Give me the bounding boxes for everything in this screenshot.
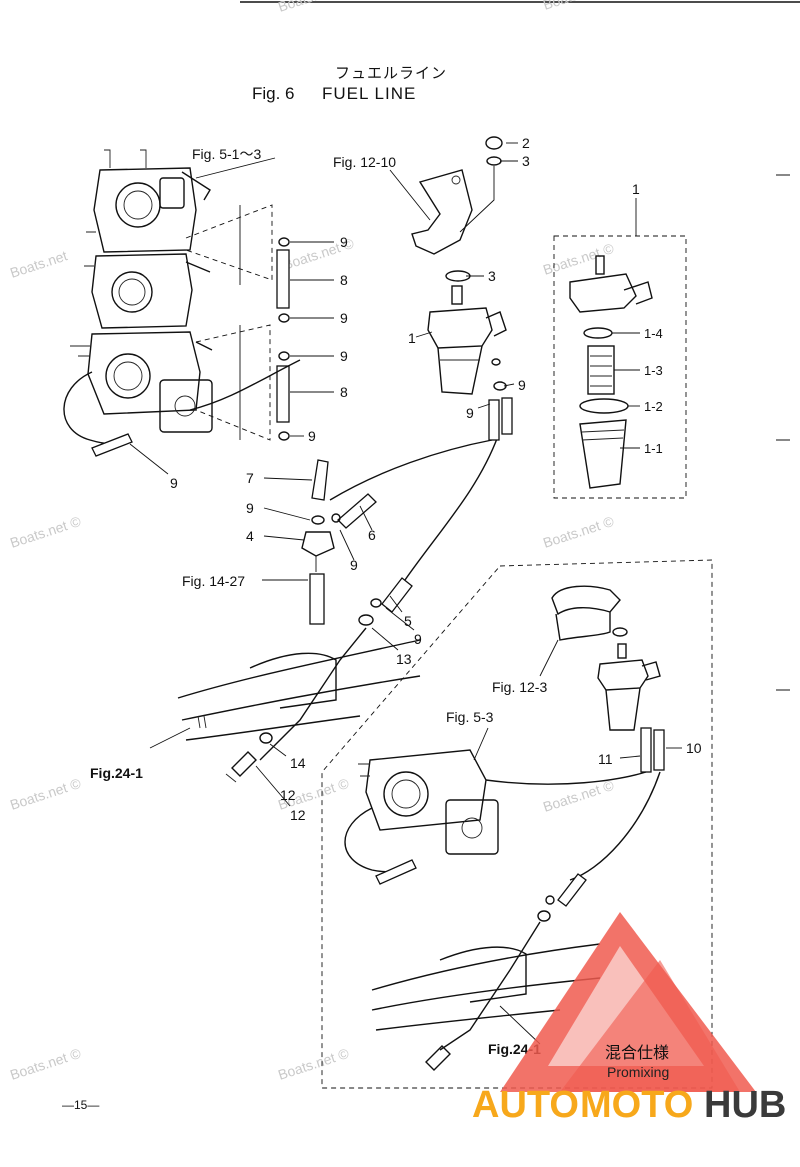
part-number-label: 9 xyxy=(246,500,254,516)
hose-7 xyxy=(311,459,329,501)
automotohub-logo: AUTO MOTO HUB xyxy=(472,912,786,1126)
filter-detail-box xyxy=(553,235,687,499)
promixing-label-en: Promixing xyxy=(607,1064,669,1080)
hose-11 xyxy=(640,727,652,773)
fig-ref-14-27: Fig. 14-27 xyxy=(182,573,245,589)
hose-8-upper xyxy=(276,237,290,323)
carburetor-stack-upper xyxy=(63,149,213,457)
drain-plug-12 xyxy=(231,751,257,777)
part-number-label: 1-3 xyxy=(644,363,663,378)
part-number-label: 9 xyxy=(350,557,358,573)
bracket-line xyxy=(185,204,273,281)
logo-word-hub: HUB xyxy=(704,1084,786,1126)
joint-4 xyxy=(301,531,335,557)
watermark-text: Boats.net © xyxy=(8,513,83,551)
fuel-line xyxy=(404,435,499,581)
part-number-label: 9 xyxy=(466,405,474,421)
hose-6 xyxy=(337,493,377,529)
part-number-label: 3 xyxy=(488,268,496,284)
logo-word-auto: AUTO xyxy=(472,1084,579,1126)
fuel-line xyxy=(259,627,367,761)
figure-title: FUEL LINE xyxy=(322,84,417,103)
part-number-label: 1-1 xyxy=(644,441,663,456)
part-number-label: 1 xyxy=(408,330,416,346)
fuel-line-promix xyxy=(569,771,661,881)
part-number-label: 13 xyxy=(396,651,412,667)
fuel-line xyxy=(329,439,493,501)
page-number: —15— xyxy=(62,1098,100,1112)
part-number-label: 1 xyxy=(632,181,640,197)
fuel-line-promix xyxy=(485,771,647,785)
watermark-text: Boats.net © xyxy=(541,240,616,278)
part-number-label: 1-4 xyxy=(644,326,663,341)
lower-casing-upper xyxy=(177,639,421,741)
fuel-line-promix xyxy=(439,921,541,1051)
part-number-label: 14 xyxy=(290,755,306,771)
part-number-label: 2 xyxy=(522,135,530,151)
part-number-label: 6 xyxy=(368,527,376,543)
fig-ref-24-1: Fig.24-1 xyxy=(90,765,143,781)
hose-promix xyxy=(557,873,587,907)
part-number-label: 12 xyxy=(280,787,296,803)
hose-10 xyxy=(653,729,665,771)
part-number-label: 3 xyxy=(522,153,530,169)
part-number-label: 7 xyxy=(246,470,254,486)
washer-14 xyxy=(259,732,273,744)
fuel-filter-promix xyxy=(597,643,661,731)
part-number-label: 8 xyxy=(340,272,348,288)
part-number-label: 9 xyxy=(308,428,316,444)
part-number-label: 9 xyxy=(340,310,348,326)
part-number-label: 5 xyxy=(404,613,412,629)
part-number-label: 8 xyxy=(340,384,348,400)
part-number-label: 4 xyxy=(246,528,254,544)
watermark-text: Boats.net © xyxy=(8,775,83,813)
figure-number: Fig. 6 xyxy=(252,84,295,103)
fig-ref-5-3: Fig. 5-3 xyxy=(446,709,494,725)
part-number-label: 10 xyxy=(686,740,702,756)
bracket-line xyxy=(195,324,271,441)
watermark-text: Boats.net © xyxy=(276,1045,351,1083)
promixing-label-jp: 混合仕様 xyxy=(605,1044,669,1062)
drain-plug-promix xyxy=(425,1045,451,1071)
lower-casing-promix xyxy=(371,943,601,1031)
fuel-line xyxy=(189,359,301,411)
logo-word-moto: MOTO xyxy=(580,1084,693,1126)
watermark-text: Boats.net xyxy=(8,247,69,281)
title-japanese: フュエルライン xyxy=(335,65,448,82)
watermark-text: Boats.net © xyxy=(541,513,616,551)
fig-ref-12-3: Fig. 12-3 xyxy=(492,679,547,695)
part-number-label: 9 xyxy=(340,234,348,250)
part-number-label: 9 xyxy=(170,475,178,491)
joint-13 xyxy=(358,614,374,626)
part-number-label: 1-2 xyxy=(644,399,663,414)
carburetor-promix xyxy=(344,749,499,885)
bracket-12-3 xyxy=(551,585,628,641)
hose-8-lower xyxy=(276,351,290,441)
part-number-label: 9 xyxy=(414,631,422,647)
fuel-filter-exploded xyxy=(569,255,653,489)
part-number-label: 9 xyxy=(518,377,526,393)
part-number-label: 11 xyxy=(598,751,613,767)
fuel-filter-upper xyxy=(411,136,507,395)
watermark-text: Boats.net © xyxy=(8,1045,83,1083)
hose-14-27 xyxy=(309,573,325,625)
fig-ref-12-10: Fig. 12-10 xyxy=(333,154,396,170)
part-number-label: 9 xyxy=(340,348,348,364)
hose-5 xyxy=(381,577,413,613)
fig-ref-5-1-3: Fig. 5-1～3 xyxy=(192,146,261,162)
part-number-label: 12 xyxy=(290,807,306,823)
bracket-12-10 xyxy=(411,169,473,255)
leader-lines xyxy=(129,142,682,1045)
clip-9 xyxy=(311,515,325,525)
